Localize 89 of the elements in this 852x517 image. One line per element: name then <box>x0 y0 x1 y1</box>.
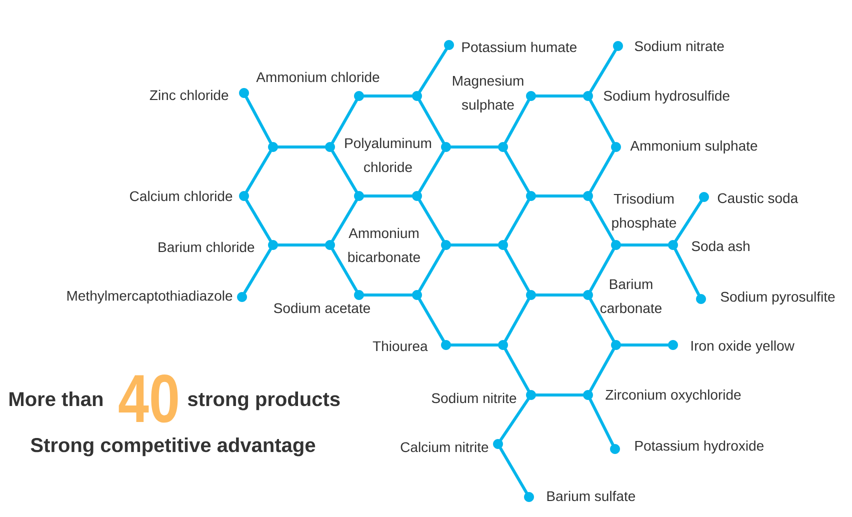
connector-line <box>589 348 615 392</box>
dot <box>412 191 422 201</box>
connector-line <box>589 199 615 242</box>
connector-line <box>245 198 272 242</box>
product-label: Methylmercaptothiadiazole <box>67 290 232 304</box>
connector-line <box>418 48 448 94</box>
connector-line <box>331 150 358 194</box>
product-label: Calcium nitrite <box>400 442 488 452</box>
dot <box>354 191 364 201</box>
connector-line <box>418 150 445 194</box>
dot <box>526 290 536 300</box>
connector-line <box>534 194 584 198</box>
connector-line <box>450 146 500 148</box>
product-label: Iron oxide yellow <box>691 340 794 354</box>
connector-line <box>620 344 670 346</box>
product-label: Barium sulfate <box>547 490 636 502</box>
product-label: Sodium nitrite <box>432 392 516 404</box>
connector-line <box>418 298 445 342</box>
product-label: Barium chloride <box>158 242 254 252</box>
product-label: Ammonium sulphate <box>630 140 758 154</box>
connector-line <box>362 194 414 198</box>
product-label: Sodium pyrosulfite <box>720 291 835 305</box>
connector-line <box>331 198 358 242</box>
highlight-number: 40 <box>118 374 178 423</box>
connector-line <box>534 394 584 396</box>
dot <box>441 142 451 152</box>
dot <box>412 91 422 101</box>
product-label: Soda ash <box>692 240 750 252</box>
connector-line <box>534 294 584 296</box>
dot <box>268 142 278 152</box>
connector-line <box>418 248 445 292</box>
headline-text: More than <box>10 392 102 406</box>
dot <box>498 240 508 250</box>
product-label: Potassium hydroxide <box>635 440 764 454</box>
dot <box>412 290 422 300</box>
connector-line <box>504 99 530 144</box>
connector-line <box>499 446 528 494</box>
product-label: Zinc chloride <box>150 90 228 100</box>
connector-line <box>589 298 615 342</box>
product-label: Trisodium phosphate <box>612 193 676 231</box>
connector-line <box>362 94 414 98</box>
tagline: Strong competitive advantage <box>30 438 316 456</box>
product-label: Magnesium sulphate <box>452 75 524 113</box>
product-label: Ammonium bicarbonate <box>348 228 420 262</box>
connector-line <box>674 248 700 296</box>
product-label: Sodium nitrate <box>634 40 724 52</box>
dot <box>583 191 593 201</box>
connector-line <box>588 398 614 446</box>
connector-line <box>450 344 500 346</box>
connector-line <box>331 99 358 144</box>
dot <box>498 142 508 152</box>
connector-line <box>589 99 615 144</box>
connector-line <box>504 298 530 342</box>
product-label: Caustic soda <box>718 192 798 204</box>
dot <box>611 340 621 350</box>
dot <box>441 240 451 250</box>
connector-line <box>362 294 414 296</box>
product-label: Sodium hydrosulfide <box>604 90 730 104</box>
connector-line <box>534 94 584 98</box>
connector-line <box>243 248 272 294</box>
connector-line <box>504 199 530 242</box>
dot <box>498 340 508 350</box>
connector-line <box>589 248 615 292</box>
connector-line <box>504 150 530 193</box>
connector-line <box>504 348 530 392</box>
headline-text: strong products <box>188 392 340 410</box>
connector-line <box>418 99 445 144</box>
connector-line <box>418 198 445 242</box>
product-label: Potassium humate <box>462 42 576 52</box>
product-label: Sodium acetate <box>274 302 370 314</box>
connector-line <box>504 248 530 292</box>
connector-line <box>276 146 326 148</box>
connector-line <box>245 150 272 194</box>
product-label: Polyaluminum chloride <box>345 138 432 172</box>
connector-line <box>589 48 617 94</box>
connector-line <box>499 398 530 442</box>
product-label: Thiourea <box>372 340 428 352</box>
connector-line <box>276 244 326 246</box>
connector-line <box>244 96 272 144</box>
product-label: Barium carbonate <box>600 278 662 314</box>
connector-line <box>620 244 670 246</box>
connector-line <box>589 150 615 193</box>
connector-line <box>674 200 703 242</box>
connector-line <box>331 248 358 292</box>
product-label: Ammonium chloride <box>256 72 380 82</box>
dot <box>526 191 536 201</box>
product-label: Zirconium oxychloride <box>606 389 741 403</box>
product-label: Calcium chloride <box>130 190 232 202</box>
connector-line <box>450 244 500 246</box>
